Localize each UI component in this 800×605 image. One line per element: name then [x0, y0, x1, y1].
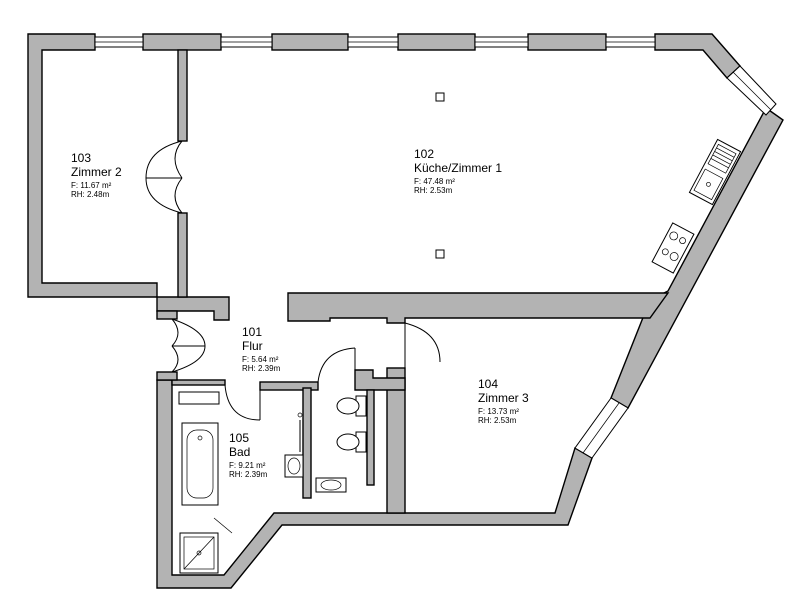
room-name: Bad [229, 445, 250, 459]
shower-icon [179, 532, 219, 574]
room-name: Zimmer 2 [71, 165, 122, 179]
bathtub-icon [178, 391, 220, 506]
room-area: F: 9.21 m² [229, 461, 266, 470]
room-area: F: 13.73 m² [478, 407, 519, 416]
toilet-icon [336, 395, 367, 417]
fixtures [178, 92, 742, 574]
wall-entrance-pier [156, 310, 178, 320]
column-icon [435, 249, 445, 259]
room-number: 103 [71, 151, 91, 165]
wall-wc-inner [366, 389, 375, 486]
wall-pier-4 [527, 33, 607, 51]
doors [145, 140, 441, 421]
room-height: RH: 2.39m [242, 364, 281, 373]
wall-zimmer2-upper [177, 49, 188, 142]
room-label-104: 104 Zimmer 3 F: 13.73 m² RH: 2.53m [478, 377, 529, 425]
washbasin-small-icon [315, 477, 347, 493]
wall-entrance-pier-low [156, 371, 178, 381]
room-number: 105 [229, 431, 249, 445]
room-area: F: 11.67 m² [71, 181, 112, 190]
wall-flur-lower-left [171, 379, 226, 386]
windows-top [94, 36, 777, 459]
room-number: 104 [478, 377, 498, 391]
room-area: F: 5.64 m² [242, 355, 279, 364]
room-number: 102 [414, 147, 434, 161]
wall-zimmer3-left [386, 367, 406, 514]
wall-corner-top-right [654, 33, 741, 80]
room-label-101: 101 Flur F: 5.64 m² RH: 2.39m [242, 325, 281, 373]
room-name: Küche/Zimmer 1 [414, 161, 502, 175]
room-label-102: 102 Küche/Zimmer 1 F: 47.48 m² RH: 2.53m [414, 147, 502, 195]
washbasin-icon [284, 412, 304, 478]
wall-diagonal-upper [610, 106, 784, 409]
wall-kueche-zimmer3 [287, 292, 670, 324]
room-name: Zimmer 3 [478, 391, 529, 405]
room-height: RH: 2.39m [229, 470, 268, 479]
room-label-103: 103 Zimmer 2 F: 11.67 m² RH: 2.48m [71, 151, 122, 199]
wall-zimmer2-lower [177, 212, 188, 298]
toilet-icon [336, 431, 367, 453]
room-height: RH: 2.53m [478, 416, 517, 425]
kitchen-sink-icon [688, 138, 742, 206]
room-number: 101 [242, 325, 262, 339]
room-height: RH: 2.53m [414, 186, 453, 195]
room-height: RH: 2.48m [71, 190, 110, 199]
column-icon [435, 92, 445, 102]
room-name: Flur [242, 339, 263, 353]
wall-pier-2 [271, 33, 349, 51]
stove-icon [651, 222, 695, 274]
wall-pier-1 [142, 33, 222, 51]
wall-bad-wc [302, 387, 312, 499]
interior-walls [156, 49, 670, 514]
wall-pier-3 [397, 33, 476, 51]
room-area: F: 47.48 m² [414, 177, 455, 186]
room-label-105: 105 Bad F: 9.21 m² RH: 2.39m [229, 431, 268, 479]
